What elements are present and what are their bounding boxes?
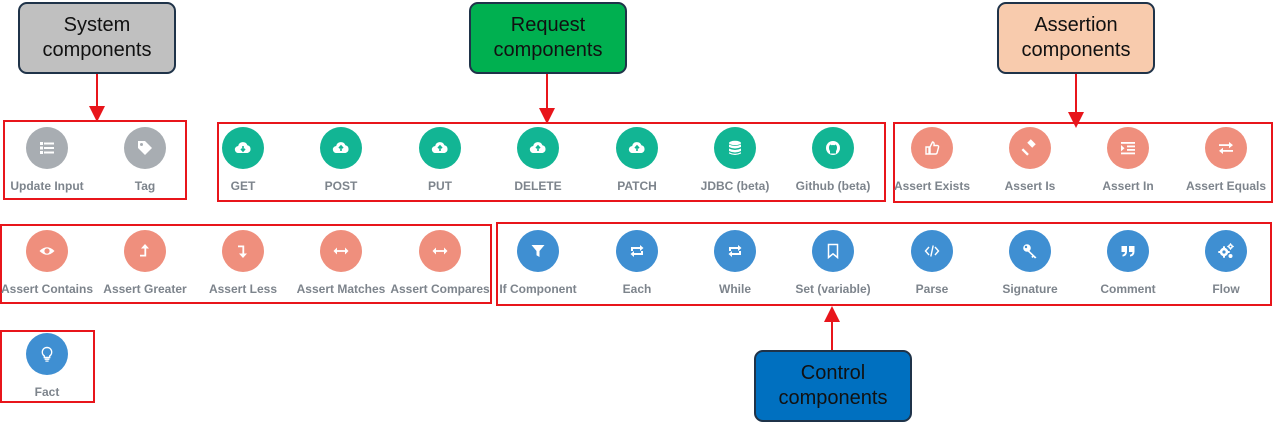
component-label: Assert Greater [103,282,187,296]
assertion-components-group-bottom [0,224,492,304]
component-label: Assert Less [208,282,278,296]
bookmark-icon [812,230,854,272]
cloud-download-icon [222,127,264,169]
assertion-components-callout: Assertion components [997,2,1155,74]
fact-component[interactable]: Fact [0,333,96,413]
arrows-h-icon [419,230,461,272]
retweet-icon [616,230,658,272]
cloud-upload-icon [419,127,461,169]
assertion-components-group-top [893,122,1273,203]
component-label: PATCH [617,179,657,193]
component-label: While [719,282,751,296]
github-icon [812,127,854,169]
component-label: Tag [134,179,156,193]
fact-components-group [0,330,95,403]
component-label: Signature [1002,282,1058,296]
eye-icon [26,230,68,272]
update-input-component[interactable]: Update Input [0,127,96,207]
system-components-group [3,120,187,200]
cogs-icon [1205,230,1247,272]
assert-in-component[interactable]: Assert In [1079,127,1177,207]
assertion-components-title: Assertion components [1021,14,1131,61]
post-component[interactable]: POST [292,127,390,207]
component-label: Assert Contains [0,282,94,296]
component-label: JDBC (beta) [700,179,770,193]
flow-component[interactable]: Flow [1177,230,1275,310]
control-components-group [496,222,1272,306]
patch-component[interactable]: PATCH [588,127,686,207]
component-label: Assert In [1102,179,1154,193]
set-variable-component[interactable]: Set (variable) [784,230,882,310]
cloud-upload-icon [517,127,559,169]
assert-is-component[interactable]: Assert Is [981,127,1079,207]
get-component[interactable]: GET [194,127,292,207]
component-label: Assert Equals [1185,179,1267,193]
exchange-icon [1205,127,1247,169]
delete-component[interactable]: DELETE [489,127,587,207]
thumbs-up-icon [911,127,953,169]
key-icon [1009,230,1051,272]
assert-matches-component[interactable]: Assert Matches [292,230,390,310]
component-label: Assert Compares [390,282,490,296]
cloud-upload-icon [320,127,362,169]
arrows-h-icon [320,230,362,272]
level-up-icon [124,230,166,272]
while-component[interactable]: While [686,230,784,310]
quote-icon [1107,230,1149,272]
component-label: DELETE [514,179,562,193]
jdbc-component[interactable]: JDBC (beta) [686,127,784,207]
component-label: Update Input [10,179,84,193]
tag-component[interactable]: Tag [96,127,194,207]
component-label: Flow [1212,282,1240,296]
request-components-callout: Request components [469,2,627,74]
component-label: Comment [1100,282,1156,296]
retweet-icon [714,230,756,272]
component-label: Parse [915,282,949,296]
component-label: Assert Matches [296,282,386,296]
signature-component[interactable]: Signature [981,230,1079,310]
cloud-upload-icon [616,127,658,169]
github-component[interactable]: Github (beta) [784,127,882,207]
request-components-group [217,122,886,202]
assert-equals-component[interactable]: Assert Equals [1177,127,1275,207]
tag-icon [124,127,166,169]
parse-component[interactable]: Parse [883,230,981,310]
list-icon [26,127,68,169]
component-label: Assert Is [1004,179,1056,193]
level-down-icon [222,230,264,272]
assert-exists-component[interactable]: Assert Exists [883,127,981,207]
assert-contains-component[interactable]: Assert Contains [0,230,96,310]
assert-compares-component[interactable]: Assert Compares [390,230,490,310]
request-components-title: Request components [493,14,603,61]
assert-less-component[interactable]: Assert Less [194,230,292,310]
component-label: Fact [34,385,60,399]
each-component[interactable]: Each [588,230,686,310]
component-label: GET [230,179,256,193]
put-component[interactable]: PUT [391,127,489,207]
assert-greater-component[interactable]: Assert Greater [96,230,194,310]
indent-icon [1107,127,1149,169]
component-label: Each [622,282,652,296]
control-components-callout: Control components [754,350,912,422]
system-components-callout: System components [18,2,176,74]
system-components-title: System components [42,14,152,61]
comment-component[interactable]: Comment [1079,230,1177,310]
component-label: Github (beta) [795,179,871,193]
database-icon [714,127,756,169]
if-component[interactable]: If Component [489,230,587,310]
gavel-icon [1009,127,1051,169]
lightbulb-icon [26,333,68,375]
component-label: POST [324,179,358,193]
code-icon [911,230,953,272]
filter-icon [517,230,559,272]
component-label: Set (variable) [795,282,871,296]
component-label: Assert Exists [893,179,971,193]
component-label: If Component [499,282,577,296]
component-label: PUT [428,179,452,193]
control-components-title: Control components [778,362,888,409]
